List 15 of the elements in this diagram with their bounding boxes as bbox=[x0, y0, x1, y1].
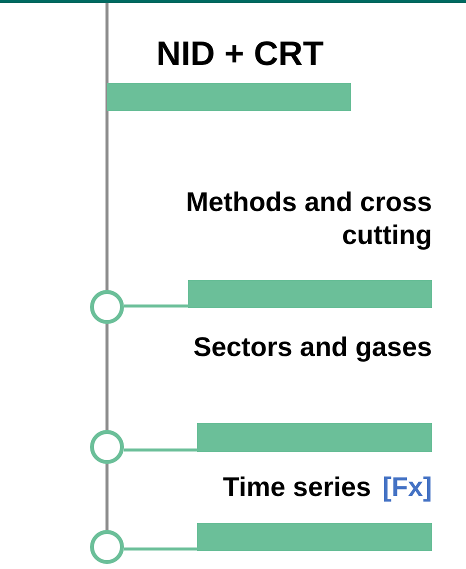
section-title: Methods and cross cutting bbox=[184, 186, 432, 252]
connector-line bbox=[124, 304, 188, 308]
bar bbox=[188, 280, 432, 308]
connector-line bbox=[124, 548, 197, 550]
timeline-marker bbox=[90, 290, 124, 324]
section-title: Time series bbox=[222, 471, 371, 504]
section-title: Sectors and gases bbox=[193, 331, 432, 364]
bar bbox=[197, 423, 432, 452]
heading: NID + CRT bbox=[155, 34, 325, 75]
connector-line bbox=[124, 448, 197, 452]
timeline-marker bbox=[90, 530, 124, 564]
timeline-marker bbox=[90, 430, 124, 464]
reference-tag: [Fx] bbox=[382, 471, 432, 504]
bar bbox=[107, 83, 351, 111]
bar bbox=[197, 523, 432, 551]
